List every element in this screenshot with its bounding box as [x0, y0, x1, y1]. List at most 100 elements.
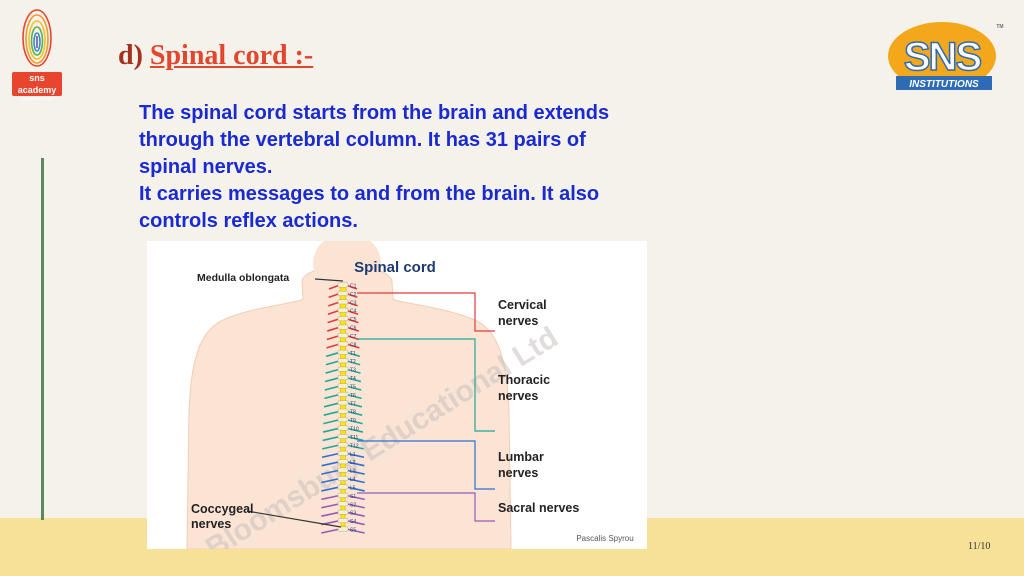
- vertebra-label: C4: [350, 309, 357, 315]
- paragraph-1: The spinal cord starts from the brain an…: [139, 102, 610, 178]
- nerve-right-T1: [345, 351, 361, 358]
- vertebra-label: T6: [350, 393, 356, 399]
- vertebra-label: S3: [350, 511, 356, 517]
- vertebra-C6: [337, 324, 349, 330]
- nerve-left-L4: [321, 477, 341, 484]
- nerve-left-T7: [323, 402, 341, 408]
- logo-institutions-text: INSTITUTIONS: [909, 79, 979, 90]
- nerve-left-T11: [322, 435, 341, 442]
- vertebra-label: T8: [350, 410, 356, 416]
- vertebra-C1: [337, 282, 349, 288]
- spinal-cord-line: [339, 284, 347, 530]
- spinal-cord-diagram: Bloomsbury Educational Ltd C1C2C3C4C5C6C…: [186, 241, 634, 549]
- thoracic-bracket: [357, 338, 495, 432]
- vertebra-C4: [337, 307, 349, 313]
- vertebra-label: S2: [350, 502, 356, 508]
- nerve-right-T4: [345, 376, 362, 383]
- vertebra-S2: [337, 501, 349, 507]
- vertebra-label: C1: [350, 284, 357, 290]
- lumbar-bracket: [357, 440, 495, 490]
- nerve-right-T6: [345, 393, 362, 400]
- vertebra-label: C6: [350, 326, 357, 332]
- nerve-right-L1: [345, 452, 365, 459]
- vertebra-label: T7: [350, 401, 356, 407]
- nerve-right-T3: [345, 368, 361, 374]
- nerve-right-T11: [345, 435, 364, 442]
- vertebra-label: T2: [350, 359, 356, 365]
- vertebra-label: C5: [350, 317, 357, 323]
- nerve-right-T7: [345, 402, 363, 408]
- vertebra-T2: [337, 358, 349, 364]
- nerve-left-S5: [321, 528, 341, 534]
- vertebra-label: L4: [350, 477, 356, 483]
- vertebra-S4: [337, 518, 349, 524]
- vertebra-label: L2: [350, 460, 356, 466]
- vertebra-C3: [337, 299, 349, 305]
- vertebra-label: S5: [350, 528, 356, 534]
- vertebra-label: T11: [350, 435, 358, 441]
- nerve-left-T2: [325, 359, 341, 366]
- vertebra-label: C2: [350, 292, 357, 298]
- vertebra-T5: [337, 383, 349, 389]
- nerve-left-L5: [321, 486, 341, 492]
- vertebra-label: L5: [350, 485, 356, 491]
- vertebra-T1: [337, 349, 349, 355]
- label-lumbar-1: Lumbar: [498, 450, 544, 464]
- sns-academy-badge: sns academy a fingerprint school: [12, 72, 62, 101]
- vertebra-label: L1: [350, 452, 356, 458]
- nerve-left-T12: [322, 444, 341, 450]
- vertebra-T8: [337, 408, 349, 414]
- nerve-left-T3: [325, 368, 341, 374]
- nerve-left-S3: [321, 511, 341, 517]
- coccygeal-pointer: [246, 510, 342, 528]
- vertebra-C7: [337, 333, 349, 338]
- page-number: 11/10: [968, 541, 991, 552]
- vertebra-T11: [337, 433, 349, 439]
- title-main: Spinal cord :-: [149, 40, 314, 71]
- label-thoracic-2: nerves: [498, 389, 538, 403]
- nerve-right-S5: [345, 528, 365, 534]
- nerve-left-T1: [325, 351, 341, 358]
- vertebra-label: T12: [350, 443, 359, 449]
- nerve-right-L3: [345, 469, 365, 475]
- slide-body: The spinal cord starts from the brain an…: [113, 100, 633, 235]
- nerve-left-T9: [323, 418, 341, 425]
- vertebra-label: C8: [350, 342, 357, 348]
- vertebra-label: T4: [350, 376, 356, 382]
- vertebra-L4: [337, 476, 349, 481]
- sns-institutions-logo: SNS INSTITUTIONS TM: [888, 22, 1004, 90]
- vertebra-L5: [337, 484, 349, 490]
- nerve-right-T9: [345, 418, 363, 425]
- vertebra-label: S4: [350, 519, 356, 525]
- nerve-left-L3: [321, 469, 341, 475]
- nerve-left-L2: [321, 460, 341, 467]
- label-medulla: Medulla oblongata: [197, 272, 289, 284]
- vertebra-T4: [337, 375, 349, 381]
- nerve-right-L2: [345, 460, 365, 467]
- nerve-left-T5: [324, 385, 341, 391]
- vertebra-S1: [337, 492, 349, 498]
- nerve-right-T2: [345, 359, 361, 366]
- figure-title: Spinal cord: [354, 259, 436, 276]
- vertebra-label: C7: [350, 334, 357, 340]
- figure-credit: Pascalis Spyrou: [576, 534, 633, 543]
- sacral-bracket: [357, 492, 495, 522]
- label-sacral: Sacral nerves: [498, 501, 579, 515]
- nerve-left-T8: [323, 410, 341, 416]
- label-cervical-1: Cervical: [498, 298, 547, 312]
- left-accent-rule: [41, 158, 44, 520]
- vertebra-label: L3: [350, 469, 356, 475]
- nerve-left-T6: [324, 393, 341, 400]
- body-silhouette: [186, 265, 512, 549]
- fingerprint-icon: [22, 9, 52, 67]
- nerve-left-T10: [322, 427, 341, 433]
- vertebra-label: T1: [350, 351, 356, 357]
- sns-academy-logo: sns academy a fingerprint school: [12, 8, 62, 101]
- vertebra-label: T10: [350, 427, 359, 433]
- vertebra-label: T3: [350, 368, 356, 374]
- medulla-pointer: [314, 278, 344, 282]
- vertebra-L3: [337, 467, 349, 473]
- logo-tm: TM: [996, 24, 1003, 30]
- vertebra-T12: [337, 442, 349, 448]
